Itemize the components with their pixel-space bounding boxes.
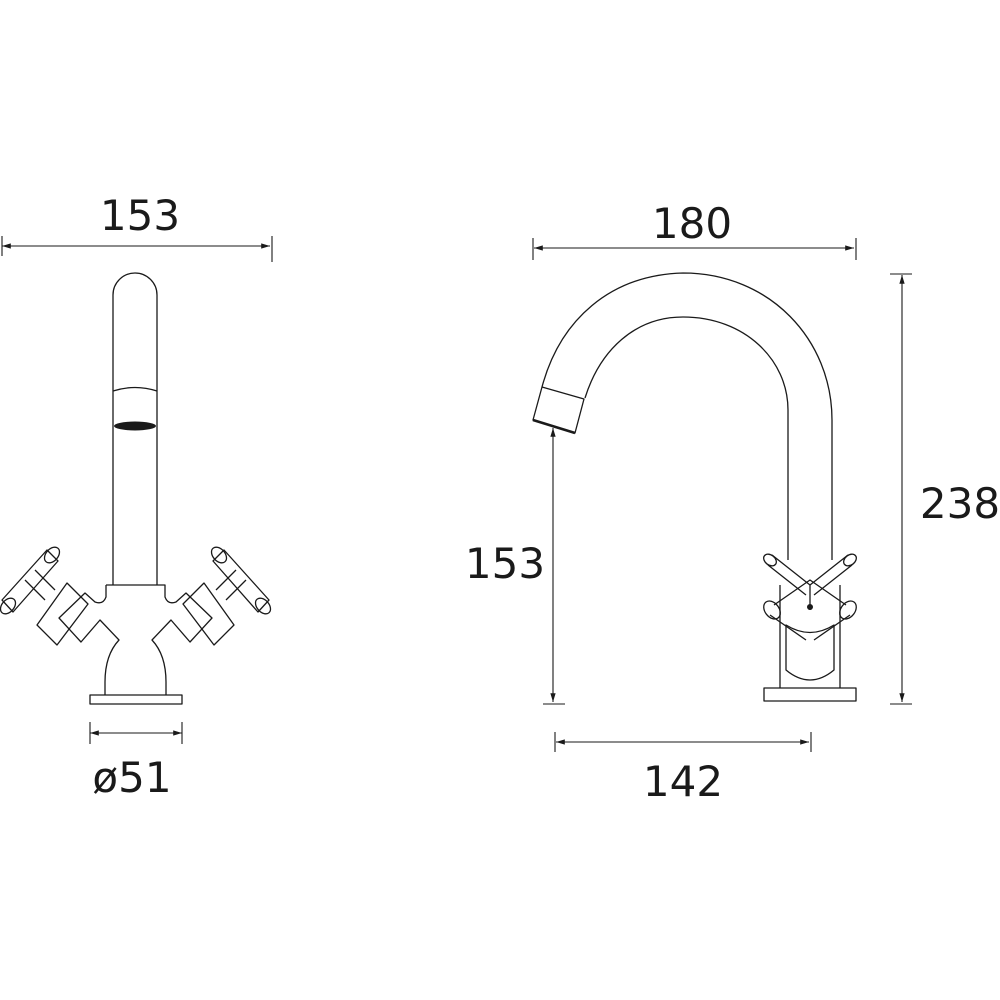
base-diameter-label: ø51 — [92, 753, 171, 802]
reach-label: 180 — [652, 199, 732, 248]
spout-height-label: 153 — [465, 539, 545, 588]
side-view-tap — [532, 272, 857, 702]
cross-handle — [767, 554, 853, 641]
base-plate — [763, 687, 857, 702]
front-width-label: 153 — [100, 191, 180, 240]
aerator — [114, 421, 156, 431]
base-plate — [89, 694, 183, 705]
front-view-tap — [0, 272, 272, 705]
spout-tube — [112, 272, 158, 585]
right-handle — [182, 546, 272, 646]
tap-body — [58, 584, 213, 695]
valve-body — [779, 585, 841, 688]
gooseneck-spout — [541, 272, 833, 560]
overall-height-label: 238 — [920, 479, 1000, 528]
base-to-spout-label: 142 — [643, 757, 723, 806]
aerator — [532, 386, 585, 434]
left-handle — [0, 546, 89, 646]
